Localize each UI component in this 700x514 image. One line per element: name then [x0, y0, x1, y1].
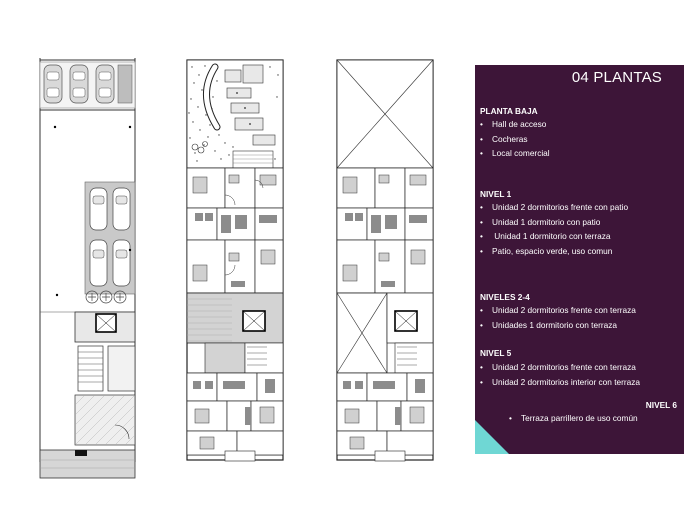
- list-item: •Unidad 2 dormitorios frente con terraza: [480, 305, 636, 315]
- middle-zone: [186, 292, 284, 374]
- info-panel: 04 PLANTAS PLANTA BAJA •Hall de acceso •…: [475, 65, 684, 454]
- section-heading-nivel-5: NIVEL 5: [480, 348, 512, 358]
- list-item: •Unidades 1 dormitorio con terraza: [480, 319, 617, 330]
- list-item: •Hall de acceso: [480, 119, 547, 129]
- section-heading-niveles-2-4: NIVELES 2-4: [480, 292, 530, 302]
- typical-floor-plan: [325, 55, 445, 465]
- accent-corner: [475, 420, 509, 454]
- ground-floor-plan: [30, 50, 145, 480]
- list-item: •Unidad 2 dormitorios frente con patio: [480, 202, 629, 212]
- list-item: •Unidad 2 dormitorios interior con terra…: [480, 376, 641, 387]
- parking-top: [39, 61, 136, 109]
- list-item: •Cocheras: [480, 133, 528, 144]
- stair-core: [74, 311, 136, 392]
- section-list-planta-baja: •Hall de acceso •Cocheras •Local comerci…: [480, 117, 550, 161]
- ground-floor-drawing: [39, 58, 136, 479]
- section-list-niveles-2-4: •Unidad 2 dormitorios frente con terraza…: [480, 303, 636, 332]
- panel-title: 04 PLANTAS: [571, 69, 662, 86]
- section-list-nivel-5: •Unidad 2 dormitorios frente con terraza…: [480, 360, 640, 389]
- furniture-bottom: [193, 379, 275, 462]
- furniture-bottom: [343, 379, 425, 462]
- section-list-nivel-6: •Terraza parrillero de uso común: [509, 411, 638, 426]
- first-floor-plan: [175, 55, 295, 465]
- list-item: •Unidad 2 dormitorios frente con terraza: [480, 362, 636, 372]
- list-item: • Unidad 1 dormitorio con terraza: [480, 231, 611, 241]
- list-item: •Terraza parrillero de uso común: [509, 413, 638, 423]
- void-middle: [336, 292, 434, 374]
- typical-floor-drawing: [336, 59, 434, 462]
- list-item: •Unidad 1 dormitorio con patio: [480, 216, 601, 227]
- parking-middle: [84, 181, 136, 295]
- list-item: •Local comercial: [480, 148, 550, 158]
- dotted-patio: [186, 59, 284, 169]
- section-heading-planta-baja: PLANTA BAJA: [480, 106, 538, 116]
- section-list-nivel-1: •Unidad 2 dormitorios frente con patio •…: [480, 200, 628, 258]
- void-top: [336, 59, 434, 169]
- first-floor-drawing: [186, 59, 284, 462]
- tree-icons: [85, 290, 127, 304]
- section-heading-nivel-1: NIVEL 1: [480, 189, 512, 199]
- list-item: •Patio, espacio verde, uso comun: [480, 245, 613, 256]
- section-heading-nivel-6: NIVEL 6: [645, 400, 677, 410]
- furniture-units: [192, 174, 277, 287]
- hatched-floor: [74, 394, 136, 446]
- furniture-units: [342, 174, 427, 287]
